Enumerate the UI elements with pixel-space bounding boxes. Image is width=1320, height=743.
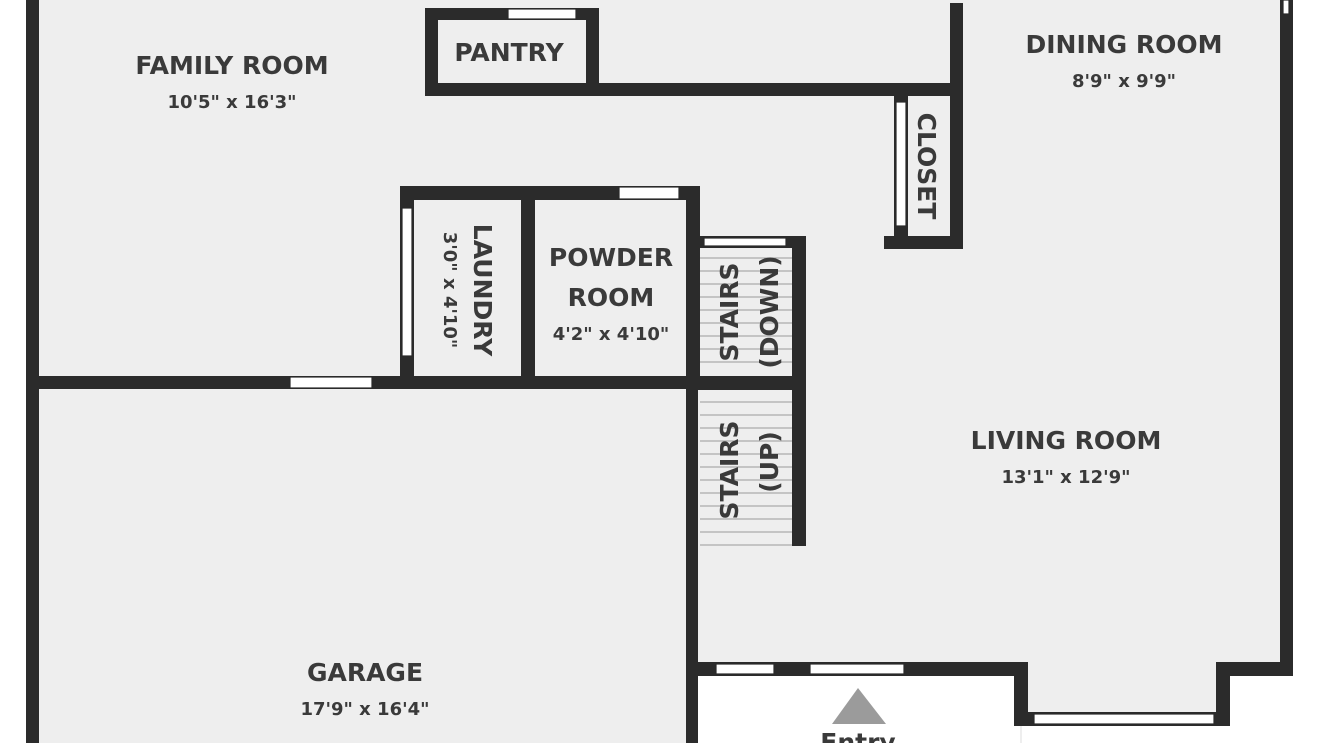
- east-exterior-wall: [1280, 0, 1293, 676]
- laundry-name: LAUNDRY: [468, 224, 497, 357]
- dining-room-dim: 8'9" x 9'9": [1072, 71, 1176, 92]
- living-south-window: [715, 663, 775, 675]
- stairs-up-name-2: (UP): [755, 431, 784, 492]
- powder-east-wall: [686, 186, 700, 386]
- closet-door: [895, 101, 907, 227]
- powder-room-dim: 4'2" x 4'10": [553, 324, 670, 345]
- family-garage-door: [289, 376, 373, 389]
- family-room-name: FAMILY ROOM: [135, 51, 328, 80]
- bay-east-wall: [1216, 662, 1230, 726]
- laundry-door: [401, 207, 413, 357]
- pantry-west-wall: [425, 8, 438, 96]
- entry-name: Entry: [820, 728, 895, 743]
- closet-south-wall: [884, 236, 963, 249]
- entry-door: [809, 663, 905, 675]
- garage-east-wall: [686, 382, 698, 743]
- dining-room-name: DINING ROOM: [1025, 30, 1222, 59]
- powder-room-name-1: POWDER: [549, 243, 673, 272]
- outside-area-right: [1222, 668, 1288, 743]
- powder-window: [618, 186, 680, 200]
- living-room-name: LIVING ROOM: [971, 426, 1162, 455]
- stairs-up-treads: [700, 401, 792, 546]
- stairs-down-name-2: (DOWN): [755, 255, 784, 368]
- stairs-down-name-1: STAIRS: [715, 262, 744, 361]
- stairs-up-name-1: STAIRS: [715, 420, 744, 519]
- living-south-east-wall: [1216, 662, 1293, 676]
- stairs-down-treads: [700, 257, 792, 363]
- pantry-south-wall: [425, 83, 963, 96]
- entry-arrow-icon: [832, 688, 886, 724]
- laundry-powder-divider: [521, 186, 535, 386]
- west-exterior-wall: [26, 0, 39, 743]
- garage-dim: 17'9" x 16'4": [300, 699, 429, 720]
- outside-area: [1022, 722, 1288, 743]
- floor-area: [34, 0, 1288, 743]
- powder-room-name-2: ROOM: [568, 283, 655, 312]
- stairs-east-wall: [792, 236, 806, 546]
- family-room-dim: 10'5" x 16'3": [167, 92, 296, 113]
- stairs-divider-wall: [696, 376, 806, 390]
- closet-name: CLOSET: [912, 113, 941, 220]
- pantry-window: [507, 8, 577, 20]
- stairs-opening: [703, 237, 787, 247]
- bay-west-wall: [1014, 662, 1028, 726]
- bay-window: [1033, 713, 1215, 725]
- pantry-east-wall: [586, 8, 599, 96]
- dining-divider-wall: [950, 3, 963, 249]
- pantry-name: PANTRY: [454, 38, 564, 67]
- laundry-dim: 3'0" x 4'10": [439, 232, 460, 349]
- living-room-dim: 13'1" x 12'9": [1001, 467, 1130, 488]
- east-window: [1282, 0, 1290, 15]
- garage-name: GARAGE: [307, 658, 423, 687]
